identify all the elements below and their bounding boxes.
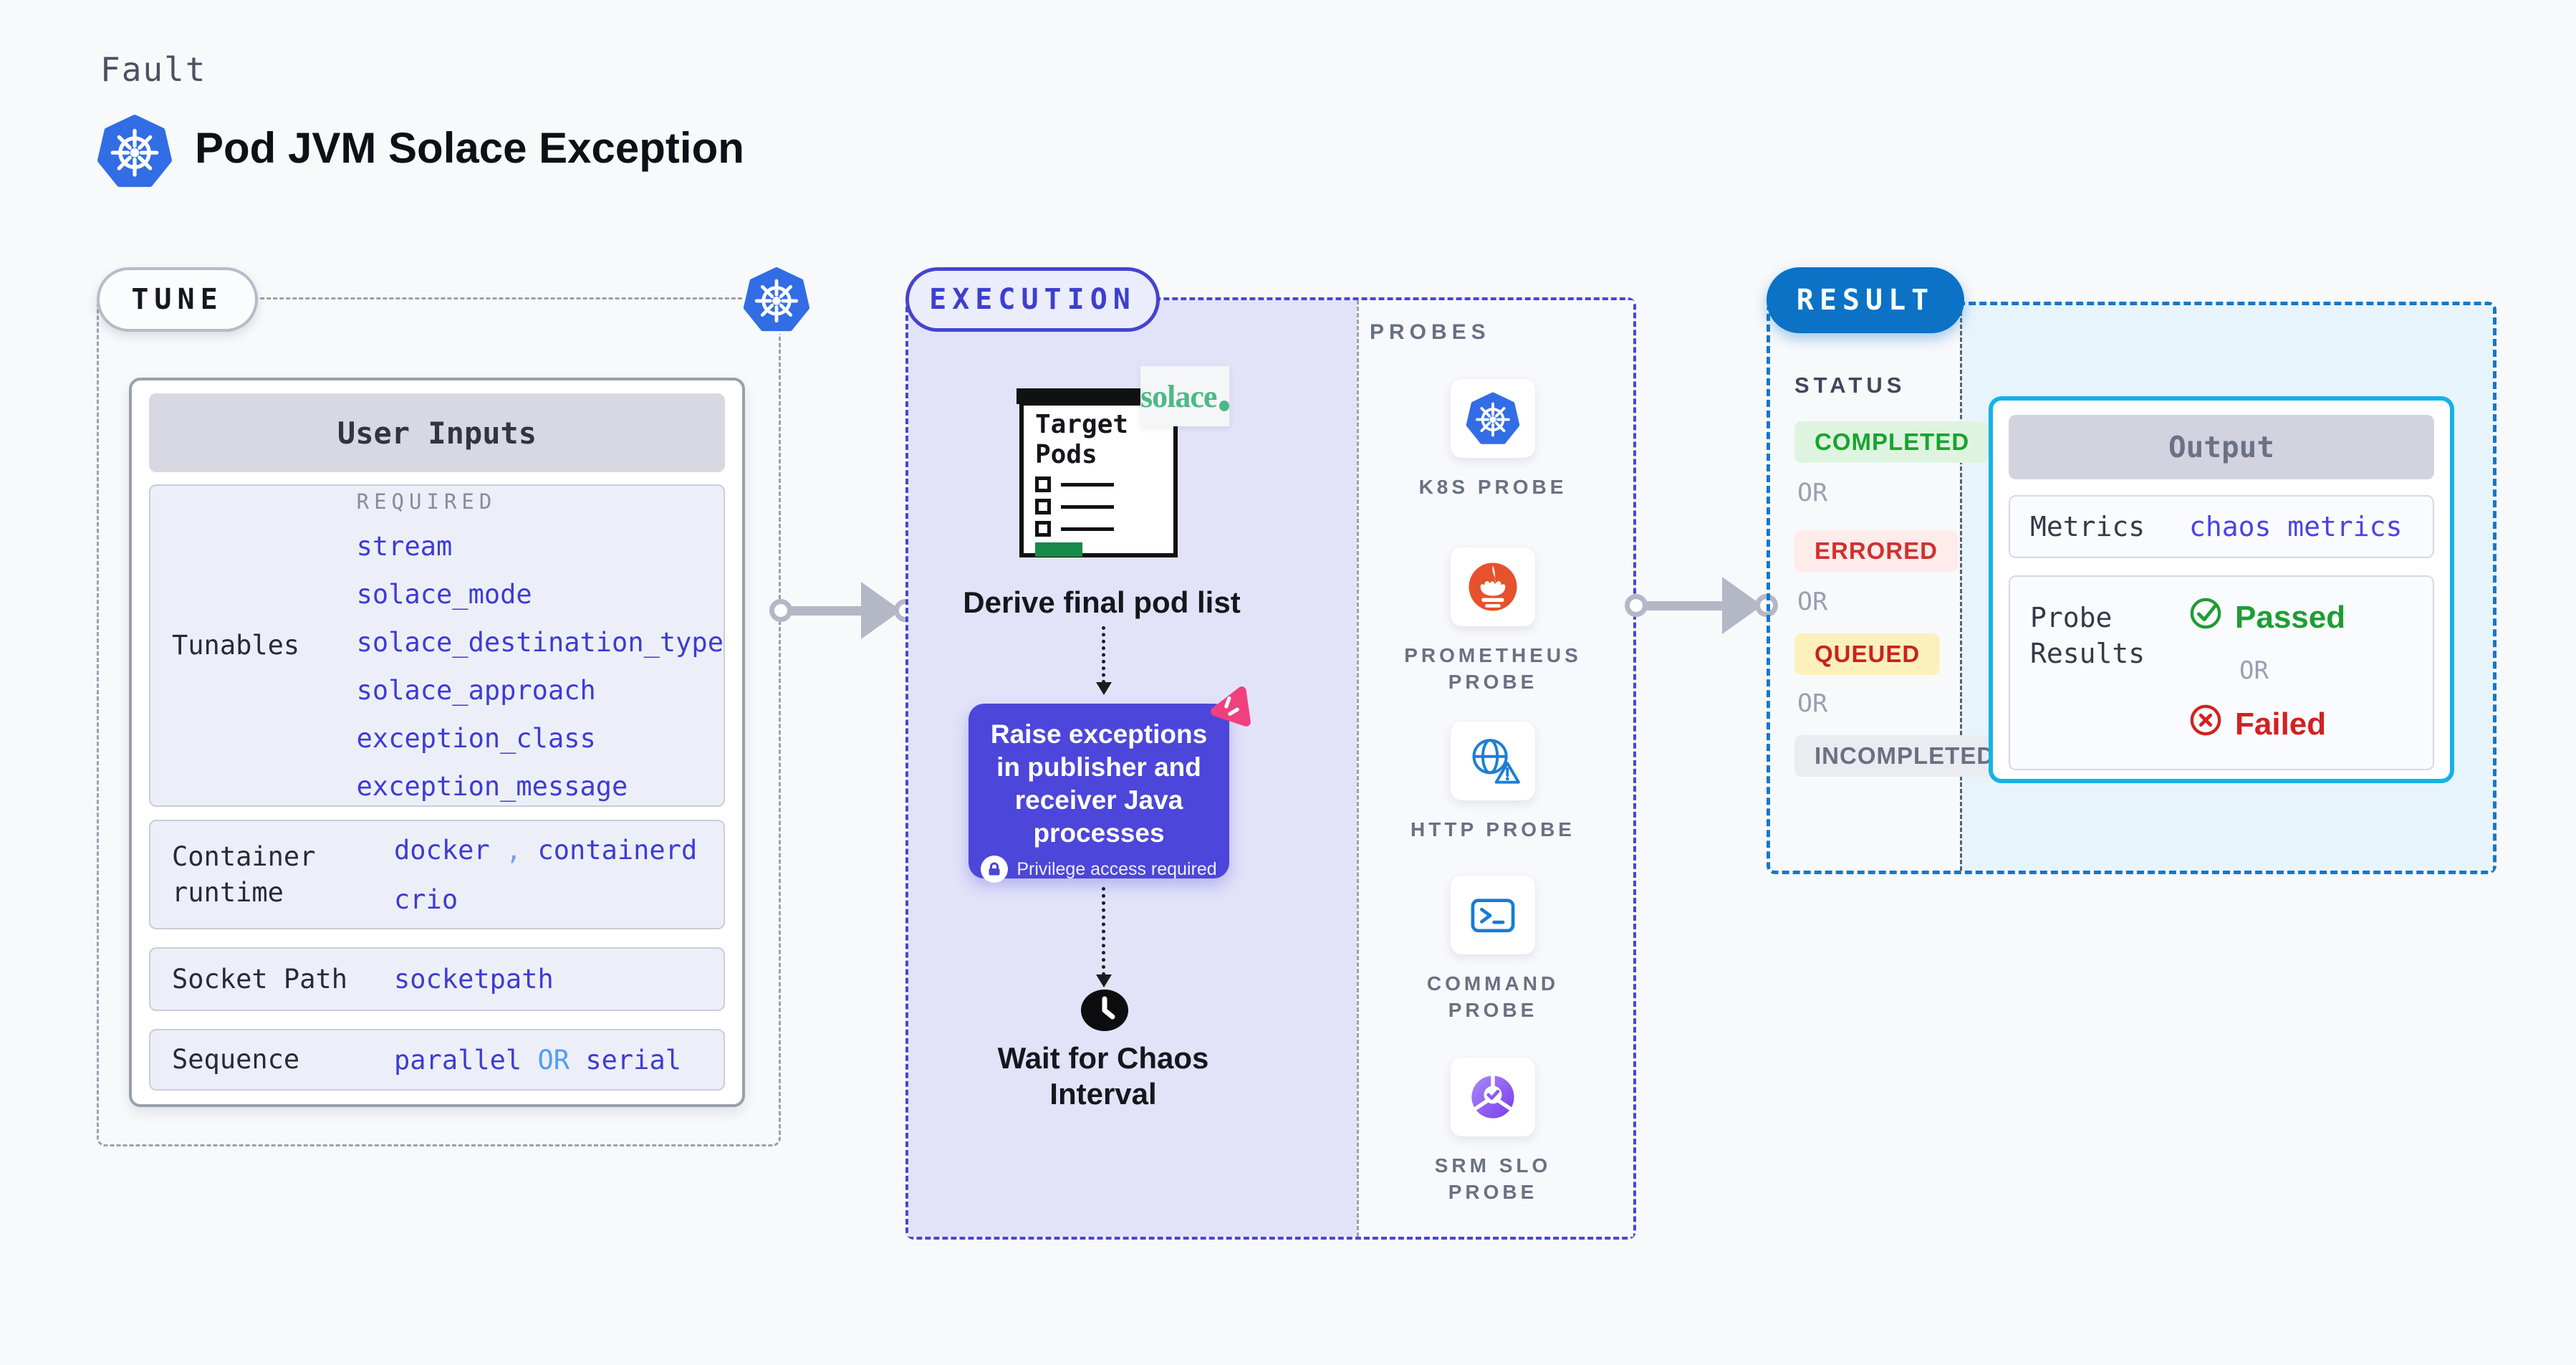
output-header: Output	[2009, 415, 2434, 479]
output-box: Output Metrics chaos metrics Probe Resul…	[1989, 396, 2454, 783]
probe-item-k8s: K8S PROBE	[1403, 379, 1582, 500]
derive-pod-list-label: Derive final pod list	[963, 585, 1241, 619]
probe-item-srm-slo: SRM SLO PROBE	[1403, 1058, 1582, 1205]
failed-status: Failed	[2189, 704, 2345, 744]
passed-status: Passed	[2189, 597, 2345, 638]
status-badge-queued: QUEUED	[1794, 633, 1941, 675]
sequence-row: Sequence parallel OR serial	[149, 1029, 725, 1091]
or-label: OR	[1797, 588, 1828, 616]
x-circle-icon	[2189, 704, 2222, 744]
privilege-note: Privilege access required	[1017, 858, 1217, 879]
tunables-row: Tunables REQUIRED stream solace_mode sol…	[149, 484, 725, 807]
flow-arrow-down-icon	[1096, 626, 1112, 695]
execution-badge: EXECUTION	[905, 267, 1160, 332]
tunable-item: solace_approach	[356, 675, 596, 706]
sequence-values: parallel OR serial	[394, 1044, 681, 1076]
user-inputs-card: User Inputs Tunables REQUIRED stream sol…	[129, 378, 745, 1107]
solace-logo: solace	[1140, 366, 1229, 426]
user-inputs-header: User Inputs	[149, 393, 725, 472]
kubernetes-icon	[97, 113, 173, 192]
tunable-item: solace_mode	[356, 579, 532, 610]
terminal-icon	[1451, 876, 1535, 954]
connector-arrow	[1625, 577, 1778, 634]
tune-section	[97, 297, 781, 1146]
target-pods-checklist: Target Pods	[1019, 401, 1178, 557]
socket-path-row: Socket Path socketpath	[149, 947, 725, 1011]
wait-chaos-interval-label: Wait for Chaos Interval	[997, 1041, 1209, 1111]
connector-arrow	[769, 582, 917, 639]
probe-item-http: HTTP PROBE	[1403, 722, 1582, 843]
checklist-graphic	[1017, 388, 1178, 404]
probe-results-label: Probe Results	[2030, 602, 2145, 669]
solace-dot	[1219, 400, 1229, 411]
or-label: OR	[1797, 689, 1828, 718]
tunables-label: Tunables	[172, 630, 300, 661]
container-runtime-values: docker , containerd	[394, 834, 698, 866]
flow-arrow-down-icon	[1096, 887, 1112, 987]
litmus-chaos-icon	[1209, 685, 1254, 732]
kubernetes-icon	[741, 264, 812, 337]
slo-gauge-icon	[1451, 1058, 1535, 1136]
metrics-value: chaos metrics	[2189, 511, 2403, 542]
tunable-item: exception_message	[356, 771, 628, 802]
probe-item-prometheus: PROMETHEUS PROBE	[1403, 547, 1582, 695]
status-title: STATUS	[1794, 373, 1906, 398]
container-runtime-row: Container runtime docker , containerd cr…	[149, 820, 725, 929]
tune-badge: TUNE	[97, 267, 258, 332]
fault-kicker: Fault	[100, 50, 207, 89]
check-circle-icon	[2189, 597, 2222, 638]
result-badge: RESULT	[1767, 267, 1964, 333]
tunable-item: stream	[356, 531, 453, 562]
or-label: OR	[1797, 479, 1828, 507]
status-badge-errored: ERRORED	[1794, 530, 1959, 572]
container-runtime-label: Container runtime	[172, 840, 316, 908]
tunable-item: exception_class	[356, 723, 596, 754]
globe-warning-icon	[1451, 722, 1535, 800]
prometheus-icon	[1451, 547, 1535, 626]
status-badge-incompleted: INCOMPLETED	[1794, 735, 2015, 777]
page-title: Pod JVM Solace Exception	[195, 124, 744, 172]
status-badge-completed: COMPLETED	[1794, 421, 1990, 463]
metrics-label: Metrics	[2030, 511, 2145, 542]
clock-icon	[1080, 989, 1129, 1035]
chaos-action-text: Raise exceptions in publisher and receiv…	[990, 719, 1208, 848]
socket-path-label: Socket Path	[172, 963, 348, 995]
or-label: OR	[2239, 656, 2269, 685]
kubernetes-icon	[1451, 379, 1535, 458]
required-label: REQUIRED	[356, 489, 497, 514]
metrics-row: Metrics chaos metrics	[2009, 495, 2434, 558]
probes-title: PROBES	[1370, 320, 1491, 344]
probe-item-command: COMMAND PROBE	[1403, 876, 1582, 1023]
tunable-item: solace_destination_type	[356, 627, 724, 658]
lock-icon	[981, 856, 1009, 883]
sequence-label: Sequence	[172, 1044, 300, 1075]
container-runtime-value: crio	[394, 883, 458, 915]
target-pods-title: Target Pods	[1035, 410, 1129, 469]
chaos-action-box: Raise exceptions in publisher and receiv…	[969, 704, 1229, 883]
socket-path-value: socketpath	[394, 964, 554, 995]
probe-results-row: Probe Results Passed OR	[2009, 575, 2434, 770]
